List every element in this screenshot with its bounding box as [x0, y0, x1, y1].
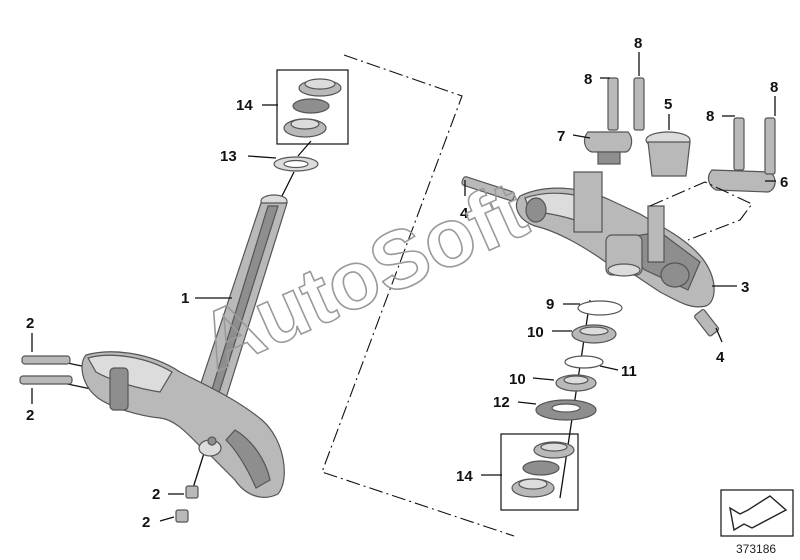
callout-2-bolt-a: 2 [152, 486, 160, 503]
callout-8-a: 8 [584, 71, 592, 88]
upper-triple-clamp [515, 171, 715, 308]
callout-8-d: 8 [770, 79, 778, 96]
callout-11: 11 [621, 363, 637, 380]
callout-8-c: 8 [706, 108, 714, 125]
callout-4-right: 4 [716, 349, 725, 366]
assembly-path-line [321, 54, 515, 537]
left-hardware [19, 156, 319, 523]
bearing-set-top [283, 78, 342, 138]
callout-13: 13 [220, 148, 237, 165]
callout-3: 3 [741, 279, 749, 296]
bearing-inset-frame-top [276, 69, 349, 145]
callout-9: 9 [546, 296, 554, 313]
callout-1: 1 [181, 290, 189, 307]
arrow-icon [729, 495, 788, 532]
bearing-stack [535, 299, 623, 499]
callout-4-left: 4 [460, 205, 469, 222]
callout-6: 6 [780, 174, 788, 191]
bearing-inset-frame-bottom [500, 433, 579, 511]
callout-2-lower: 2 [26, 407, 34, 424]
callout-14-top: 14 [236, 97, 253, 114]
reference-number: 373186 [736, 542, 776, 556]
callout-2-upper: 2 [26, 315, 34, 332]
callout-10-b: 10 [509, 371, 526, 388]
right-hardware [461, 77, 776, 337]
callout-7: 7 [557, 128, 565, 145]
reference-box [720, 489, 794, 537]
callout-2-bolt-b: 2 [142, 514, 150, 531]
steering-stem-lower-bridge [81, 194, 288, 498]
callout-5: 5 [664, 96, 672, 113]
callout-8-b: 8 [634, 35, 642, 52]
callout-10-a: 10 [527, 324, 544, 341]
callout-leaders [31, 52, 776, 522]
callout-12: 12 [493, 394, 510, 411]
clamp-connector-dashed [649, 181, 753, 241]
callout-14-bottom: 14 [456, 468, 473, 485]
bearing-set-bottom [511, 441, 575, 498]
